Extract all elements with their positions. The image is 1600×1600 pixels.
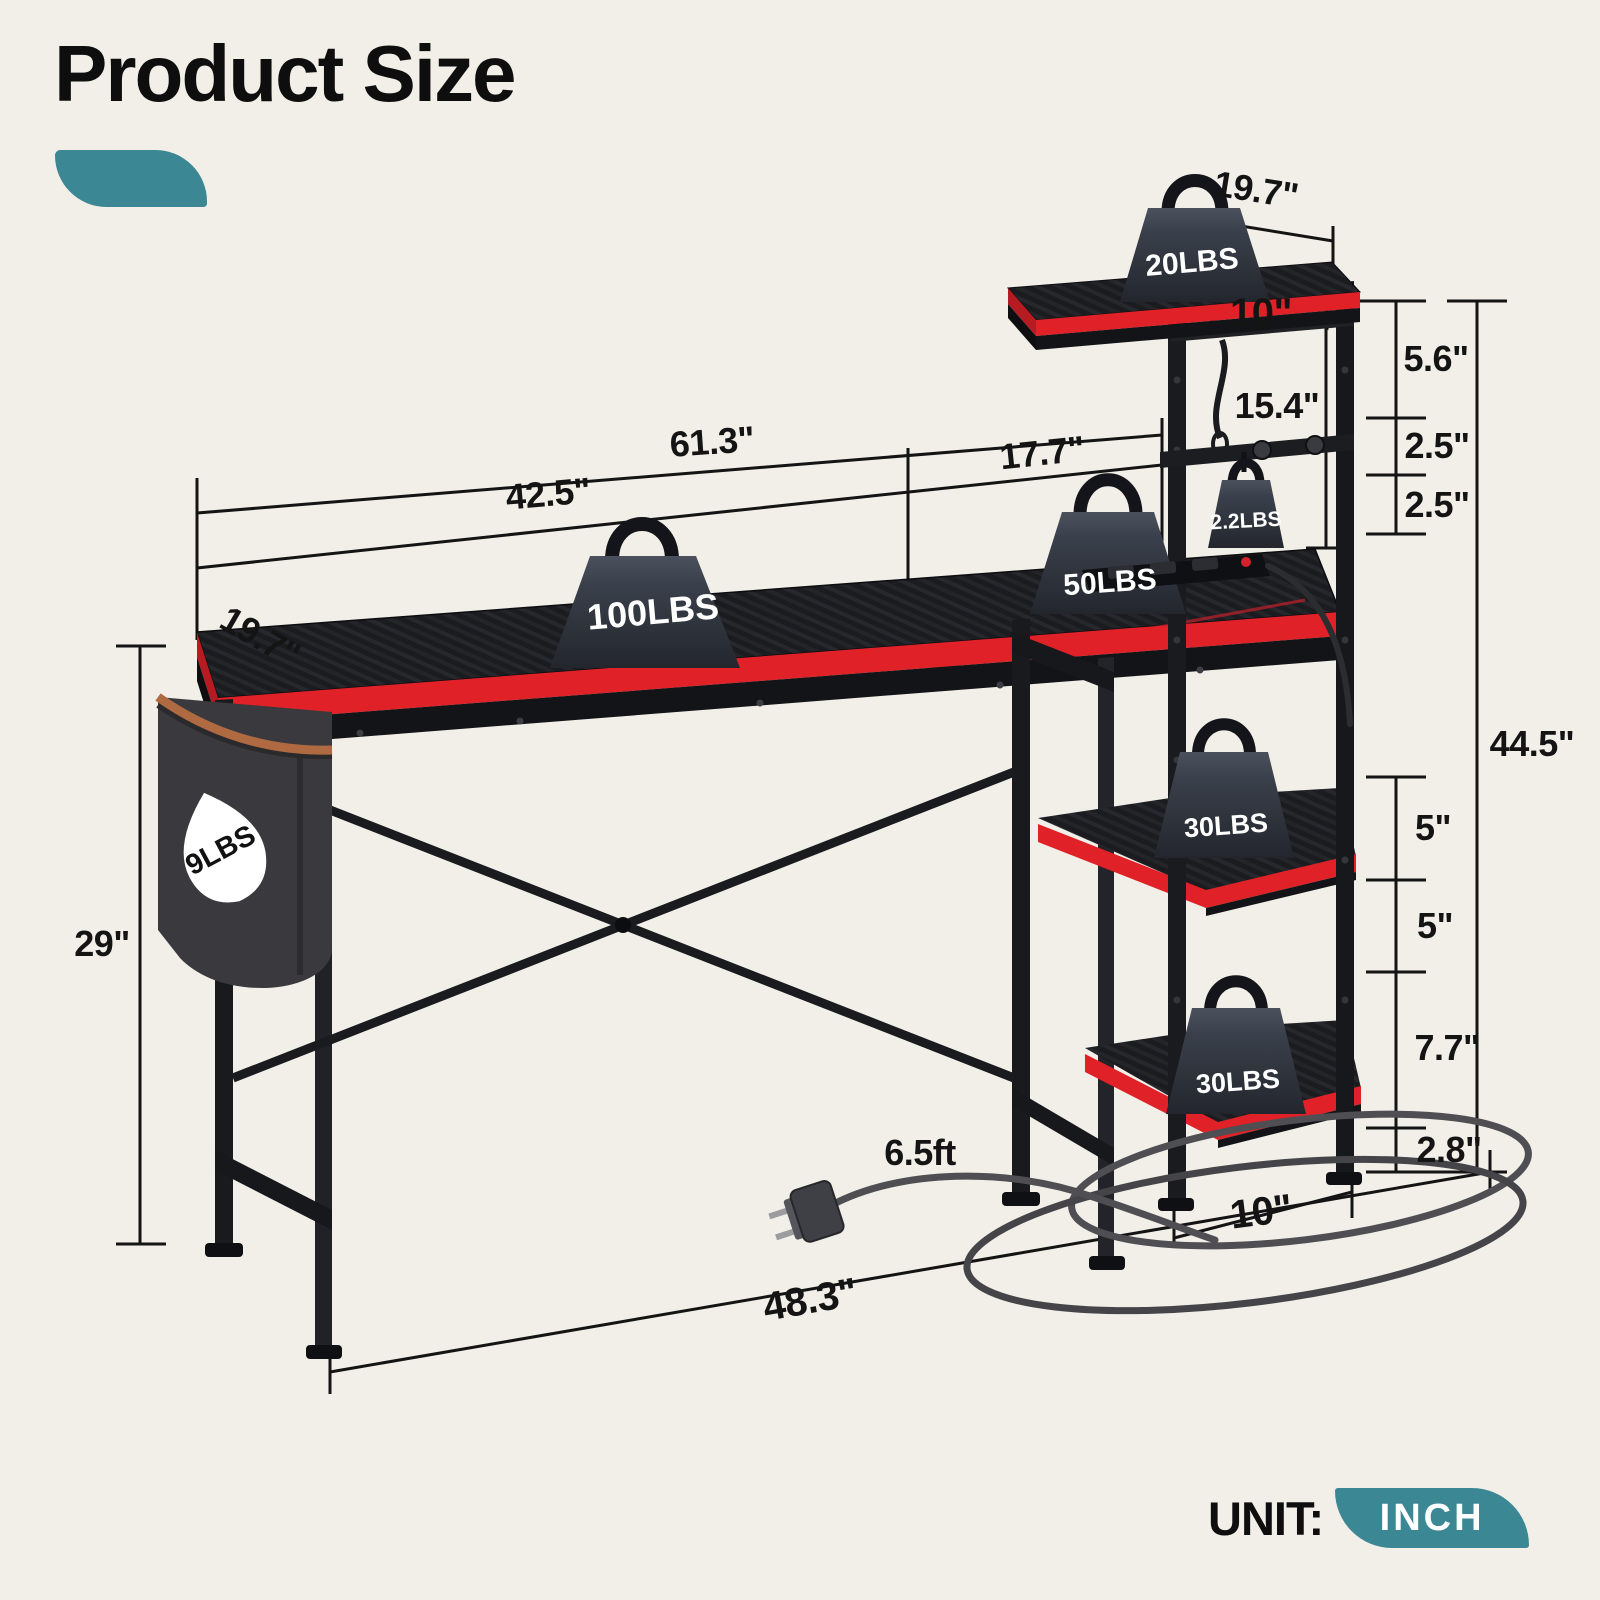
weight-50lbs — [1030, 473, 1186, 614]
weight-100lbs — [550, 517, 740, 668]
unit-badge: INCH — [1335, 1488, 1530, 1548]
page-title: Product Size — [54, 29, 517, 118]
unit-label: UNIT: — [1208, 1491, 1324, 1545]
dim-bottom-shelf-width-label: 10" — [1227, 1186, 1295, 1238]
desk-red-edge — [218, 612, 1340, 723]
capacity-desktop-right-label: 50LBS — [1062, 562, 1158, 603]
x-brace — [231, 767, 1016, 1083]
dim-desktop-width-label: 42.5" — [504, 469, 592, 518]
pocket-trim — [155, 693, 333, 755]
dim-ground-clearance-label: 2.8" — [1416, 1129, 1482, 1170]
dim-top-shelf-width-label: 10" — [1230, 291, 1292, 335]
capacity-hook-label: 2.2LBS — [1209, 507, 1283, 535]
dim-hook-gap-upper-label: 2.5" — [1404, 425, 1470, 466]
dim-shelf-gap-top-label: 5" — [1414, 807, 1452, 848]
unit-value: INCH — [1379, 1496, 1485, 1539]
capacity-middle-shelf-label: 30LBS — [1182, 807, 1269, 844]
weight-2-2lbs — [1208, 458, 1284, 548]
power-cord — [826, 563, 1532, 1315]
dim-shelf-gap-middle-label: 5" — [1416, 905, 1454, 946]
power-plug-icon — [768, 1180, 845, 1243]
weight-30lbs-lower — [1166, 975, 1306, 1114]
weight-30lbs-middle — [1154, 718, 1294, 858]
dim-monitor-clearance-label: 15.4" — [1234, 385, 1320, 426]
power-strip — [1082, 554, 1270, 592]
side-pocket — [155, 693, 333, 988]
unit-footer: UNIT: INCH — [1208, 1488, 1530, 1548]
desk-screws — [356, 666, 1204, 737]
dim-tower-width-label: 17.7" — [997, 427, 1087, 478]
capacity-weights — [550, 174, 1306, 1114]
dim-desktop-height-label: 29" — [74, 923, 130, 964]
dim-shelf-gap-bottom-label: 7.7" — [1414, 1027, 1480, 1068]
title-accent-swoosh — [55, 150, 207, 207]
capacity-lower-shelf-label: 30LBS — [1194, 1063, 1281, 1100]
dim-total-height-label: 44.5" — [1489, 723, 1575, 764]
dim-shelf-to-top-gap-label: 5.6" — [1403, 338, 1469, 379]
hanging-strap — [1213, 338, 1229, 440]
dim-hook-gap-lower-label: 2.5" — [1404, 484, 1470, 525]
weight-20lbs — [1120, 174, 1270, 302]
dim-total-width-label: 61.3" — [668, 418, 756, 465]
pocket-capacity-drop — [183, 792, 267, 903]
dim-power-cord-length-label: 6.5ft — [884, 1132, 956, 1173]
